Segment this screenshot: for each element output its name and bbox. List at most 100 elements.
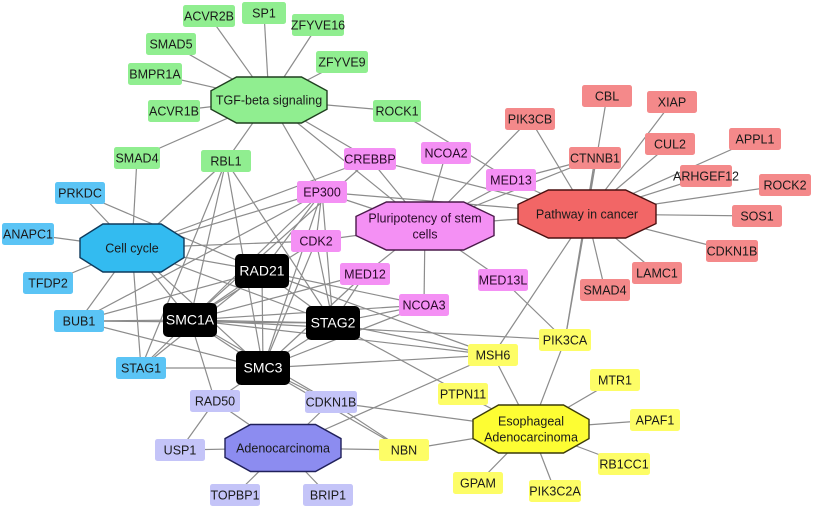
gene-box: [303, 484, 353, 506]
pathway-hub-adeno[interactable]: Adenocarcinoma: [224, 423, 342, 473]
gene-node-lamc1[interactable]: LAMC1: [632, 262, 682, 284]
gene-box: [316, 51, 368, 73]
gene-node-smc3[interactable]: SMC3: [236, 351, 290, 385]
gene-node-med12[interactable]: MED12: [340, 263, 390, 285]
gene-node-ptpn11[interactable]: PTPN11: [438, 383, 488, 405]
gene-node-zfyve16[interactable]: ZFYVE16: [291, 14, 345, 36]
gene-node-brip1[interactable]: BRIP1: [303, 484, 353, 506]
gene-node-acvr1b[interactable]: ACVR1B: [148, 100, 200, 122]
gene-node-ncoa2[interactable]: NCOA2: [421, 142, 471, 164]
gene-node-pik3cb[interactable]: PIK3CB: [505, 108, 555, 130]
gene-node-cdkn1b_c[interactable]: CDKN1B: [706, 240, 758, 262]
gene-label: SMAD4: [583, 283, 626, 297]
gene-node-rbl1[interactable]: RBL1: [201, 150, 251, 172]
hub-octagon-shape: [355, 201, 495, 251]
gene-node-bub1[interactable]: BUB1: [54, 310, 104, 332]
gene-node-topbp1[interactable]: TOPBP1: [210, 484, 260, 506]
gene-box: [590, 369, 640, 391]
pathway-hub-cancer[interactable]: Pathway in cancer: [517, 189, 657, 239]
gene-box: [235, 254, 289, 288]
gene-node-sos1[interactable]: SOS1: [732, 205, 782, 227]
gene-box: [706, 240, 758, 262]
edge-pik3ca-ctnnb1: [564, 157, 596, 341]
gene-node-cdkn1b_a[interactable]: CDKN1B: [305, 391, 357, 413]
hub-label: Cell cycle: [105, 241, 159, 255]
pathway-hub-tgf[interactable]: TGF-beta signaling: [210, 76, 328, 124]
gene-label: TFDP2: [28, 276, 68, 290]
edge-smc1a-pik3ca: [189, 319, 566, 341]
edge-smc1a-med12: [189, 273, 366, 321]
gene-box: [148, 100, 200, 122]
gene-node-usp1[interactable]: USP1: [155, 439, 205, 461]
gene-node-stag2[interactable]: STAG2: [306, 306, 360, 340]
hub-octagon-shape: [210, 76, 328, 124]
gene-node-rad50[interactable]: RAD50: [190, 390, 240, 412]
gene-node-sp1[interactable]: SP1: [242, 2, 286, 24]
gene-box: [236, 351, 290, 385]
gene-node-rock1[interactable]: ROCK1: [373, 100, 421, 122]
gene-node-apaf1[interactable]: APAF1: [630, 409, 680, 431]
gene-label: STAG1: [121, 361, 161, 375]
hub-label: Esophageal: [498, 414, 564, 428]
gene-node-cdk2[interactable]: CDK2: [291, 230, 341, 252]
gene-node-smc1a[interactable]: SMC1A: [163, 303, 217, 337]
gene-node-prkdc[interactable]: PRKDC: [55, 182, 105, 204]
gene-box: [242, 2, 286, 24]
gene-node-rock2[interactable]: ROCK2: [759, 174, 811, 196]
pathway-hub-cellcycle[interactable]: Cell cycle: [79, 223, 185, 273]
gene-node-msh6[interactable]: MSH6: [468, 344, 518, 366]
gene-node-tfdp2[interactable]: TFDP2: [23, 272, 73, 294]
gene-box: [759, 174, 811, 196]
gene-node-smad4_c[interactable]: SMAD4: [580, 279, 630, 301]
gene-node-cbl[interactable]: CBL: [582, 85, 632, 107]
gene-node-smad5[interactable]: SMAD5: [146, 33, 196, 55]
edge-ep300-smc3: [262, 191, 323, 369]
gene-node-ctnnb1[interactable]: CTNNB1: [569, 147, 621, 169]
hub-octagon-shape: [472, 404, 590, 454]
gene-label: PIK3C2A: [529, 484, 581, 498]
gene-label: CTNNB1: [570, 151, 620, 165]
gene-node-bmpr1a[interactable]: BMPR1A: [128, 63, 182, 85]
gene-node-rad21[interactable]: RAD21: [235, 254, 289, 288]
gene-node-med13[interactable]: MED13: [486, 169, 536, 191]
gene-node-med13l[interactable]: MED13L: [478, 269, 528, 291]
gene-node-crebbp[interactable]: CREBBP: [344, 148, 396, 170]
edge-ep300-bub1: [78, 191, 323, 322]
gene-label: RB1CC1: [599, 457, 648, 471]
hub-octagon-shape: [224, 423, 342, 473]
gene-box: [155, 439, 205, 461]
edge-smc3-bub1: [78, 320, 264, 369]
gene-box: [373, 100, 421, 122]
gene-box: [163, 303, 217, 337]
gene-label: ACVR2B: [184, 9, 234, 23]
gene-box: [438, 383, 488, 405]
gene-node-arhgef12[interactable]: ARHGEF12: [673, 165, 739, 187]
gene-box: [582, 85, 632, 107]
gene-node-ep300[interactable]: EP300: [297, 181, 347, 203]
gene-node-nbn[interactable]: NBN: [379, 439, 429, 461]
gene-label: MSH6: [476, 348, 511, 362]
gene-node-smad4_tgf[interactable]: SMAD4: [114, 147, 160, 169]
gene-node-gpam[interactable]: GPAM: [453, 472, 503, 494]
gene-node-acvr2b[interactable]: ACVR2B: [183, 5, 235, 27]
gene-label: SP1: [252, 6, 276, 20]
gene-box: [505, 108, 555, 130]
gene-node-pik3ca[interactable]: PIK3CA: [539, 329, 591, 351]
gene-label: ZFYVE16: [291, 18, 345, 32]
gene-node-ncoa3[interactable]: NCOA3: [399, 294, 449, 316]
gene-label: XIAP: [658, 95, 687, 109]
gene-node-pik3c2a[interactable]: PIK3C2A: [529, 480, 581, 502]
gene-node-zfyve9[interactable]: ZFYVE9: [316, 51, 368, 73]
gene-node-appl1[interactable]: APPL1: [729, 128, 781, 150]
gene-node-rb1cc1[interactable]: RB1CC1: [598, 453, 650, 475]
gene-node-xiap[interactable]: XIAP: [647, 91, 697, 113]
gene-box: [297, 181, 347, 203]
gene-node-stag1[interactable]: STAG1: [116, 357, 166, 379]
gene-label: NCOA3: [402, 298, 445, 312]
gene-node-mtr1[interactable]: MTR1: [590, 369, 640, 391]
gene-node-anapc1[interactable]: ANAPC1: [2, 223, 54, 245]
gene-node-cul2[interactable]: CUL2: [645, 133, 695, 155]
